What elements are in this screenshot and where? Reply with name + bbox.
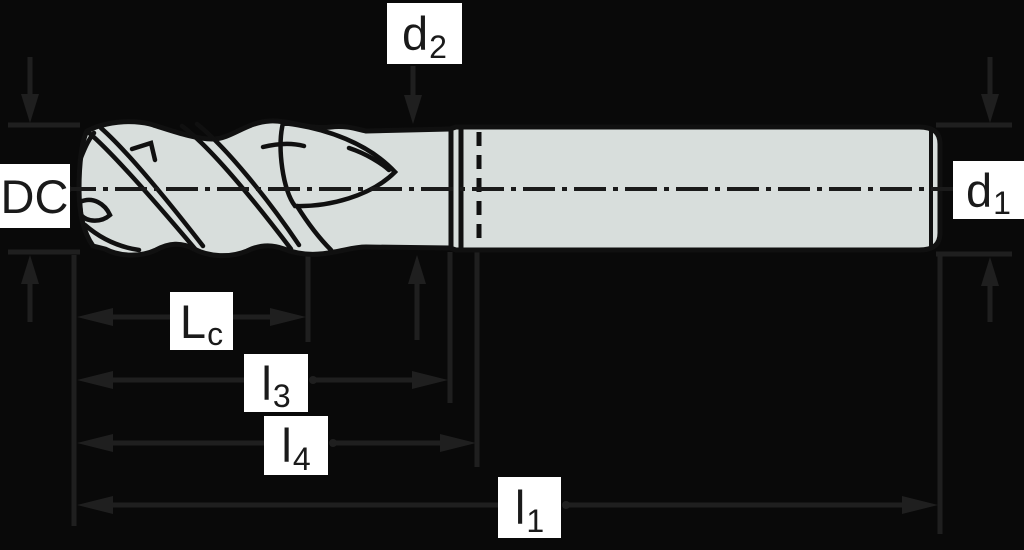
d1-arrow-bottom — [981, 257, 999, 322]
label-l1-sub: 1 — [526, 502, 545, 539]
flute-lines — [77, 120, 399, 253]
l1-dimension — [77, 496, 938, 514]
tip-gash — [77, 197, 113, 223]
d1-arrow-top — [981, 57, 999, 123]
label-l4-sub: 4 — [292, 440, 311, 477]
label-l4-base: l — [281, 419, 292, 472]
dimension-lines — [8, 57, 1012, 534]
flute-lens — [278, 120, 399, 209]
label-d2-sub: 2 — [429, 28, 447, 65]
lc-dimension — [77, 308, 306, 326]
tool-silhouette — [76, 118, 943, 259]
label-d2-base: d — [402, 7, 429, 60]
label-lc-base: L — [179, 294, 207, 348]
d2-arrow-bottom — [408, 255, 426, 340]
label-lc-sub: c — [207, 316, 224, 352]
label-d1-base: d — [966, 163, 993, 217]
d2-arrow-top — [404, 66, 422, 124]
l4-dimension — [77, 434, 476, 452]
label-l3-sub: 3 — [272, 378, 291, 414]
tool-body — [64, 118, 953, 259]
dc-arrow-top — [21, 57, 39, 123]
label-l3-base: l — [261, 356, 272, 410]
label-l1-base: l — [514, 481, 526, 534]
label-d1-sub: 1 — [993, 185, 1011, 221]
dc-arrow-bottom — [21, 255, 39, 322]
label-dc-base: DC — [0, 169, 69, 223]
label-dc: DC — [0, 164, 70, 228]
l3-dimension — [77, 371, 448, 389]
